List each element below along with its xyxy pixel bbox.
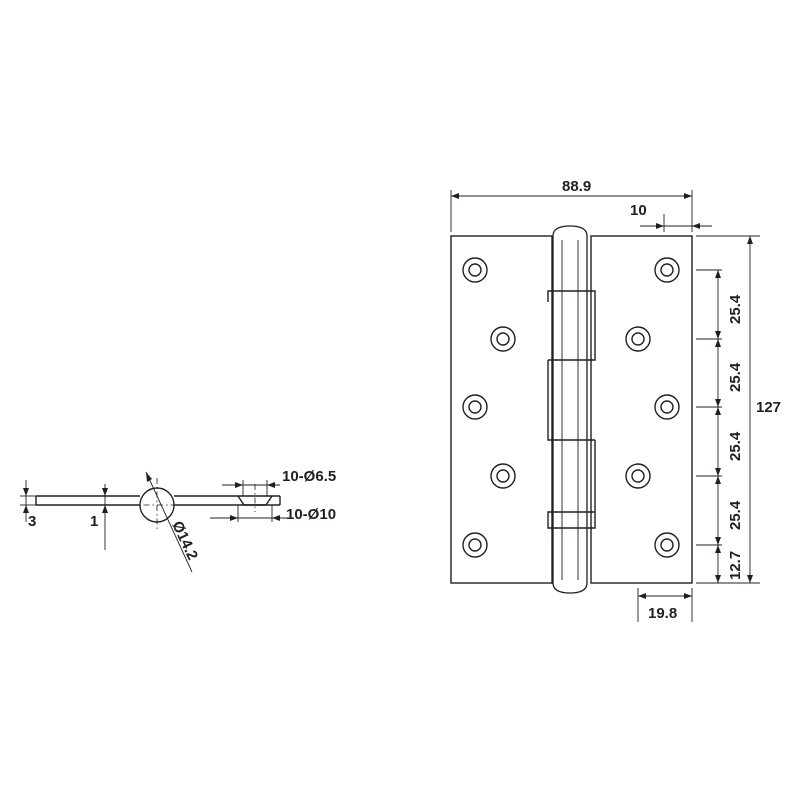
front-view: 88.9 10 127 25.4 25.4 25.4 25.4 xyxy=(450,178,781,622)
screw-hole xyxy=(654,257,680,283)
dim-height: 127 xyxy=(756,399,781,416)
side-view: 3 1 Ø14.2 10-Ø6.5 10-Ø10 xyxy=(20,468,336,573)
dim-pin-diameter: Ø14.2 xyxy=(168,519,201,563)
screw-hole xyxy=(654,532,680,558)
right-leaf xyxy=(590,235,693,584)
left-leaf xyxy=(450,235,553,584)
dim-thickness-1: 1 xyxy=(90,513,98,530)
dim-hole-large: 10-Ø10 xyxy=(286,506,336,523)
dim-pitch-3: 25.4 xyxy=(727,431,744,461)
side-leaf-outline xyxy=(35,495,281,506)
screw-holes xyxy=(462,257,680,558)
dim-hole-offset: 19.8 xyxy=(648,605,677,622)
screw-hole xyxy=(462,394,488,420)
screw-hole xyxy=(654,394,680,420)
screw-hole xyxy=(462,257,488,283)
dim-width: 88.9 xyxy=(562,178,591,195)
dim-thickness-3: 3 xyxy=(28,513,36,530)
dim-pitch-4: 25.4 xyxy=(727,500,744,530)
screw-hole xyxy=(462,532,488,558)
screw-hole xyxy=(625,326,651,352)
side-countersunk-hole xyxy=(237,495,273,506)
knuckle-joint-3 xyxy=(547,440,596,529)
screw-hole xyxy=(490,463,516,489)
knuckle-joint-2 xyxy=(547,360,595,441)
dim-hole-small: 10-Ø6.5 xyxy=(282,468,336,485)
dim-pitch-2: 25.4 xyxy=(727,362,744,392)
dim-offset-10: 10 xyxy=(630,202,647,219)
dim-pitch-1: 25.4 xyxy=(727,294,744,324)
screw-hole xyxy=(625,463,651,489)
knuckle-barrel xyxy=(552,225,588,594)
knuckle-joint-1 xyxy=(547,290,596,361)
dim-edge: 12.7 xyxy=(727,551,744,580)
screw-hole xyxy=(490,326,516,352)
